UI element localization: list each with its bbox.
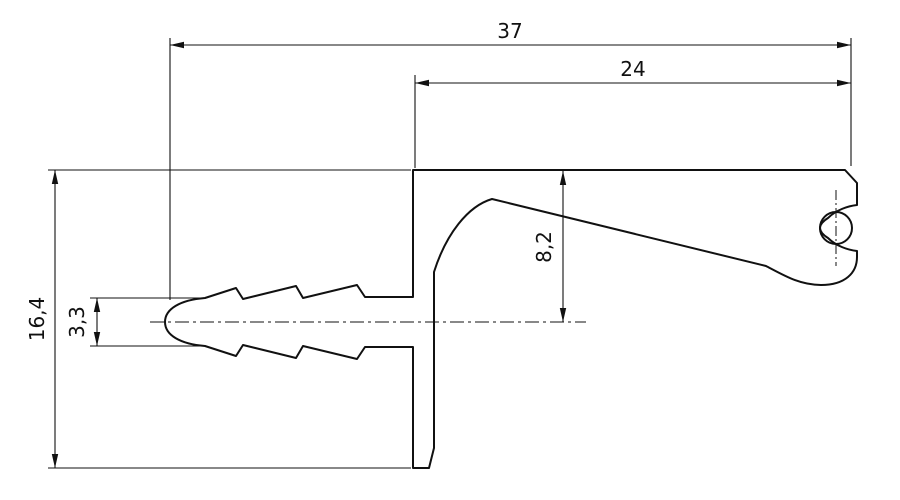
arrowheads-group xyxy=(51,41,851,468)
arrow-37-right xyxy=(837,41,851,49)
arrow-24-right xyxy=(837,79,851,87)
dim-label-flange-drop: 8,2 xyxy=(532,231,556,263)
arrow-164-bottom xyxy=(51,454,59,468)
arrow-82-top xyxy=(559,171,567,185)
dim-label-total-height: 16,4 xyxy=(25,297,49,342)
arrow-164-top xyxy=(51,170,59,184)
arrow-82-bottom xyxy=(559,308,567,322)
arrow-33-bottom xyxy=(93,332,101,346)
dim-label-right-flange-width: 24 xyxy=(620,57,645,81)
dimension-labels-group: 37 24 16,4 3,3 8,2 xyxy=(25,19,646,341)
arrow-37-left xyxy=(170,41,184,49)
dim-label-leg-tip-height: 3,3 xyxy=(65,306,89,338)
dim-label-total-width: 37 xyxy=(497,19,522,43)
arrow-33-top xyxy=(93,298,101,312)
arrow-24-left xyxy=(415,79,429,87)
